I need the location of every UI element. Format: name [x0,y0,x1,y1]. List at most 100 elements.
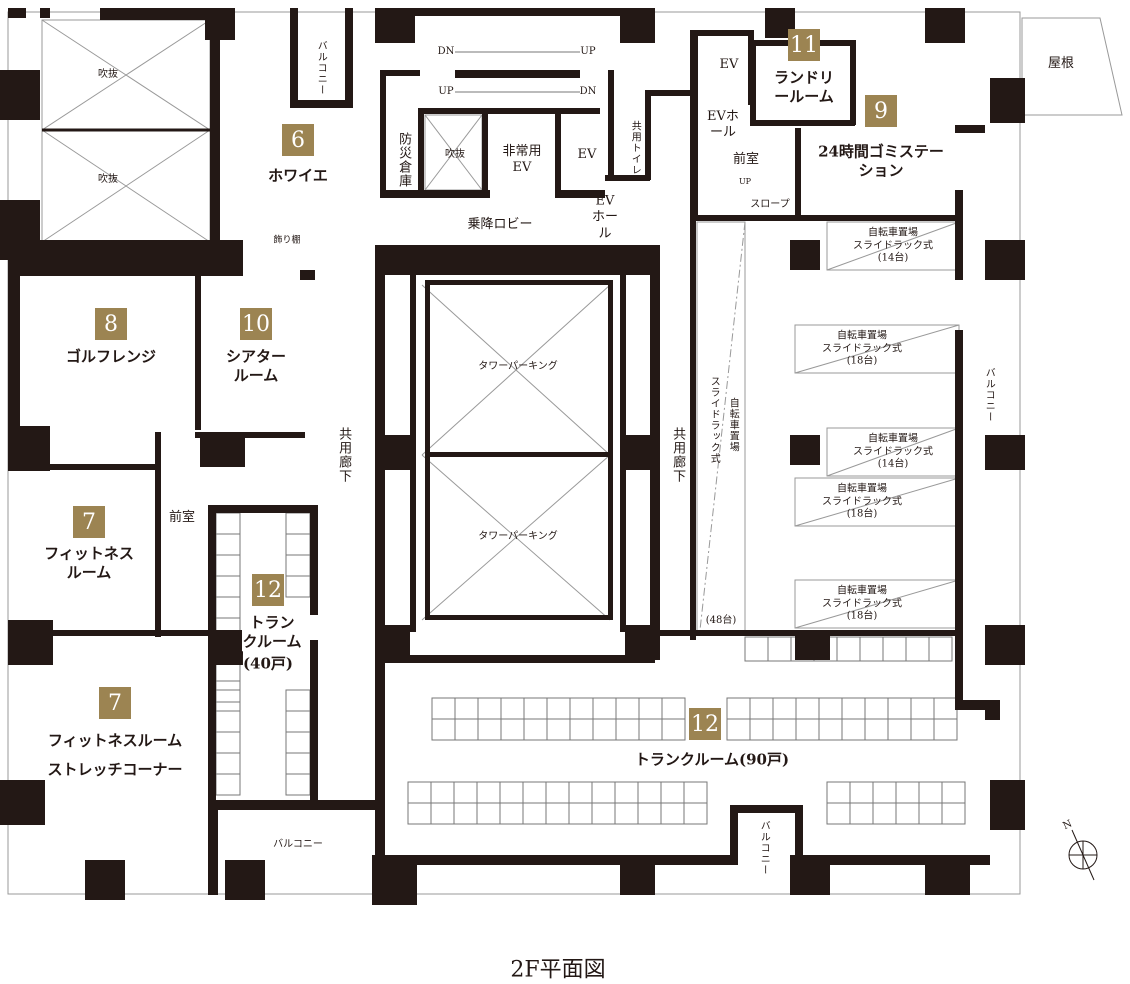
locker-cell [215,773,241,796]
locker-cell [591,781,616,804]
tower-parking-label: タワーパーキング [478,530,558,542]
bike-rack: 自転車置場スライドラック式(18台) [822,585,902,623]
locker-cell [568,781,593,804]
locker-cell [215,731,241,754]
locker-cell [430,802,455,825]
locker-cell [431,697,456,720]
balcony-label: バルコニー [273,838,323,850]
locker-cell [849,781,874,804]
locker-cell [285,533,311,556]
locker-cell [215,752,241,775]
locker-cell [933,718,958,741]
locker-cell [523,718,548,741]
locker-cell [941,781,966,804]
bike-rack: 自転車置場スライドラック式(18台) [822,483,902,521]
locker-cell [864,697,889,720]
locker-cell [215,596,241,619]
locker-cell [882,636,907,662]
bike-parking-type: スライドラック式 [708,376,720,464]
locker-cell [859,636,884,662]
void-label: 吹抜 [98,173,118,185]
locker-cell [523,697,548,720]
ev-hall-label: EVホール [591,193,618,242]
stair-dn: DN [579,85,597,97]
locker-cell [453,802,478,825]
locker-cell [614,802,639,825]
bike-rack-count: (18台) [846,610,878,622]
locker-cell [615,697,640,720]
corridor-label: 共用廊下 [670,427,686,483]
bike-rack-count: (14台) [877,458,909,470]
void-label: 吹抜 [445,148,465,160]
locker-cell [500,718,525,741]
locker-cell [215,512,241,535]
locker-cell [841,697,866,720]
locker-cell [660,781,685,804]
locker-cell [477,718,502,741]
locker-cell [215,680,241,703]
bike-rack-type: スライドラック式 [822,342,902,354]
locker-cell [500,697,525,720]
bike-parking-count: (48台) [705,614,737,626]
balcony-label: バルコニー [983,367,995,423]
locker-cell [614,781,639,804]
theater-room-label: シアタールーム [225,347,286,384]
bike-rack-name: 自転車置場 [837,330,887,342]
locker-cell [285,554,311,577]
bike-rack: 自転車置場スライドラック式(14台) [853,227,933,265]
room-number-badge: 8 [95,308,127,340]
locker-cell [592,697,617,720]
room-number-badge: 10 [240,308,272,340]
display-shelf-label: 飾り棚 [273,235,301,246]
up-label: UP [738,177,752,186]
locker-cell [476,802,501,825]
locker-cell [772,697,797,720]
trunk-room-label: トランクルーム(90戸) [634,750,790,769]
locker-cell [864,718,889,741]
north-compass-icon [1068,829,1098,881]
locker-cell [545,781,570,804]
locker-cell [836,636,861,662]
anteroom-label: 前室 [732,151,760,167]
fitness-room-label: フィットネスルーム [44,544,134,581]
bike-rack-type: スライドラック式 [853,445,933,457]
ev-label: EV [577,146,597,162]
locker-cell [215,533,241,556]
balcony-label: バルコニー [758,820,770,876]
locker-cell [918,802,943,825]
locker-cell [661,718,686,741]
locker-cell [285,512,311,535]
room-number-badge: 12 [252,574,284,606]
locker-cell [522,802,547,825]
room-number-badge: 9 [865,95,897,127]
locker-cell [215,575,241,598]
locker-cell [910,718,935,741]
locker-cell [431,718,456,741]
locker-cell [637,802,662,825]
bike-rack: 自転車置場スライドラック式(18台) [822,330,902,368]
void-label: 吹抜 [98,68,118,80]
locker-cell [546,718,571,741]
locker-cell [430,781,455,804]
golf-range-label: ゴルフレンジ [65,347,157,366]
locker-cell [285,710,311,733]
locker-cell [841,718,866,741]
locker-cell [726,697,751,720]
locker-cell [661,697,686,720]
locker-cell [546,697,571,720]
locker-cell [660,802,685,825]
bike-rack-name: 自転車置場 [837,585,887,597]
bike-rack-name: 自転車置場 [868,227,918,239]
locker-cell [285,773,311,796]
stair-dn: DN [437,45,455,57]
locker-cell [683,781,708,804]
stretch-corner-label: ストレッチコーナー [47,760,183,779]
locker-cell [826,802,851,825]
locker-cell [215,554,241,577]
trunk-room-label: トランクルーム [242,613,302,651]
bike-parking-label: 自転車置場 [727,397,739,453]
locker-cell [726,718,751,741]
locker-cell [454,718,479,741]
fitness-room-label: フィットネスルーム [47,731,183,750]
